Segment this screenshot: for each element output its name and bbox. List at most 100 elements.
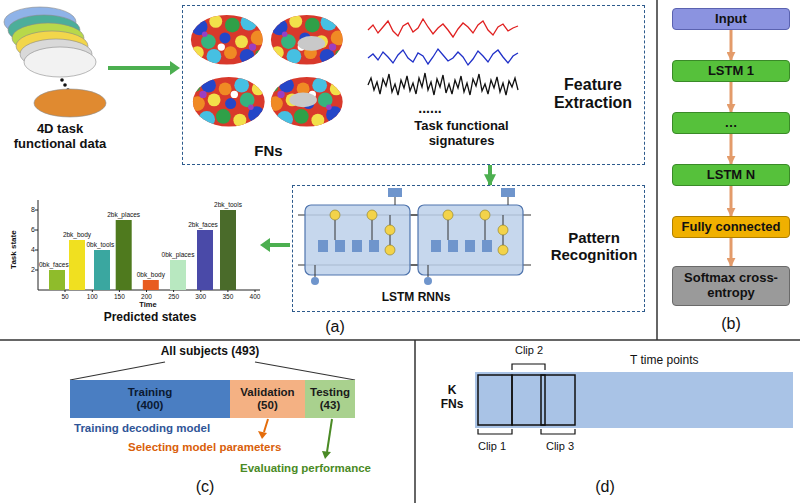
layer-box: Softmax cross-entropy	[672, 266, 790, 306]
box-label: Input	[715, 12, 747, 27]
fn-timeseries	[475, 372, 793, 428]
flow-arrow	[170, 61, 180, 75]
box-label: Validation (50)	[240, 386, 294, 412]
tick-label: 6	[22, 226, 35, 234]
lstm-cell	[395, 197, 396, 205]
flow-arrow	[260, 238, 290, 252]
panel-letter: (b)	[711, 315, 751, 333]
lstm-cell	[388, 188, 402, 197]
signal-trace	[368, 49, 518, 65]
lstm-cell	[385, 225, 395, 235]
brain-map	[190, 14, 345, 128]
chart-axis	[35, 210, 38, 211]
axis-title: T time points	[630, 354, 760, 368]
tick-label: 200	[135, 293, 159, 300]
fn-timeseries	[512, 375, 545, 425]
chart-axis	[35, 250, 38, 251]
caption-text: LSTM RNNs	[366, 291, 466, 305]
brain-stack	[60, 78, 64, 82]
flow-arrow	[730, 186, 733, 216]
tick-label: 350	[216, 293, 240, 300]
tick-label: 150	[107, 293, 131, 300]
panel-divider	[414, 340, 416, 503]
brain-map	[298, 36, 326, 51]
lstm-cell	[385, 245, 395, 255]
chart-bar	[94, 250, 110, 290]
stage-title: Pattern Recognition	[546, 229, 642, 264]
brain-stack	[4, 7, 106, 117]
chart-bar	[170, 260, 186, 290]
panel-letter: (c)	[185, 478, 225, 496]
bar-label: 2bk_tools	[208, 201, 248, 208]
signal-trace	[368, 19, 518, 95]
split-bracket	[70, 362, 165, 380]
group-title: All subjects (493)	[135, 345, 285, 359]
pointer-arrow	[327, 419, 332, 452]
layer-box: Input	[672, 8, 790, 30]
clip-label: Clip 2	[504, 344, 554, 357]
lstm-cell	[315, 265, 316, 277]
lstm-cell	[311, 277, 319, 285]
pointer-arrow	[264, 419, 268, 432]
tick-label: 4	[22, 246, 35, 254]
brain-map	[268, 76, 343, 128]
role-note: Selecting model parameters	[128, 441, 313, 454]
pointer-arrow	[322, 451, 331, 459]
split-bracket	[255, 362, 355, 380]
lstm-cell	[369, 240, 379, 252]
flow-arrow	[488, 165, 492, 185]
flow-arrow	[260, 238, 270, 252]
data-split: Validation (50)	[230, 380, 305, 418]
fn-timeseries	[478, 429, 512, 434]
chart-axis	[92, 290, 93, 292]
chart-bar	[69, 240, 85, 290]
chart-axis	[119, 290, 120, 292]
bar-label: 2bk_faces	[183, 221, 223, 228]
lstm-cell	[298, 188, 418, 285]
box-label: Softmax cross-entropy	[681, 271, 781, 301]
chart-axis	[38, 200, 39, 290]
flow-arrow	[108, 61, 180, 75]
brain-map	[190, 14, 265, 66]
box-label: …	[725, 116, 738, 131]
split-bracket	[70, 362, 355, 380]
chart-title: Predicted states	[80, 311, 220, 325]
box-label: Training (400)	[128, 386, 173, 412]
lstm-cell	[411, 188, 531, 285]
layer-box: LSTM N	[672, 164, 790, 186]
box-label: Testing (43)	[310, 386, 350, 412]
chart-bar	[220, 210, 236, 290]
data-split: Training (400)	[70, 380, 230, 418]
data-split: Testing (43)	[305, 380, 355, 418]
stage-box: LSTM RNNs Pattern Recognition	[292, 185, 645, 312]
data-caption: 4D task functional data	[5, 122, 115, 152]
tick-label: 100	[80, 293, 104, 300]
flow-arrow	[730, 134, 733, 164]
axis-title: Task state	[9, 220, 18, 280]
box-label: LSTM 1	[708, 64, 754, 79]
lstm-cell	[318, 240, 328, 252]
clip-label: Clip 1	[467, 440, 517, 453]
chart-axis	[227, 290, 228, 292]
bar-label: 0bk_places	[158, 251, 198, 258]
stage-title: Feature Extraction	[546, 76, 640, 113]
brain-map	[289, 93, 317, 108]
axis-title: Time	[128, 301, 168, 310]
lstm-cell	[372, 220, 373, 240]
flow-arrow	[730, 30, 733, 60]
lstm-cell	[335, 240, 345, 252]
caption-text: FNs	[241, 142, 296, 159]
fn-timeseries	[541, 429, 575, 434]
chart-axis	[35, 230, 38, 231]
axis-title: K FNs	[439, 384, 465, 412]
tick-label: 300	[189, 293, 213, 300]
bar-label: 2bk_places	[104, 211, 144, 218]
lstm-cell	[335, 220, 336, 240]
chart-axis	[255, 290, 256, 292]
brain-stack	[34, 89, 106, 117]
brain-stack	[63, 83, 67, 87]
signal-trace	[368, 19, 518, 37]
signal-trace	[368, 73, 518, 95]
box-label: LSTM N	[707, 168, 755, 183]
